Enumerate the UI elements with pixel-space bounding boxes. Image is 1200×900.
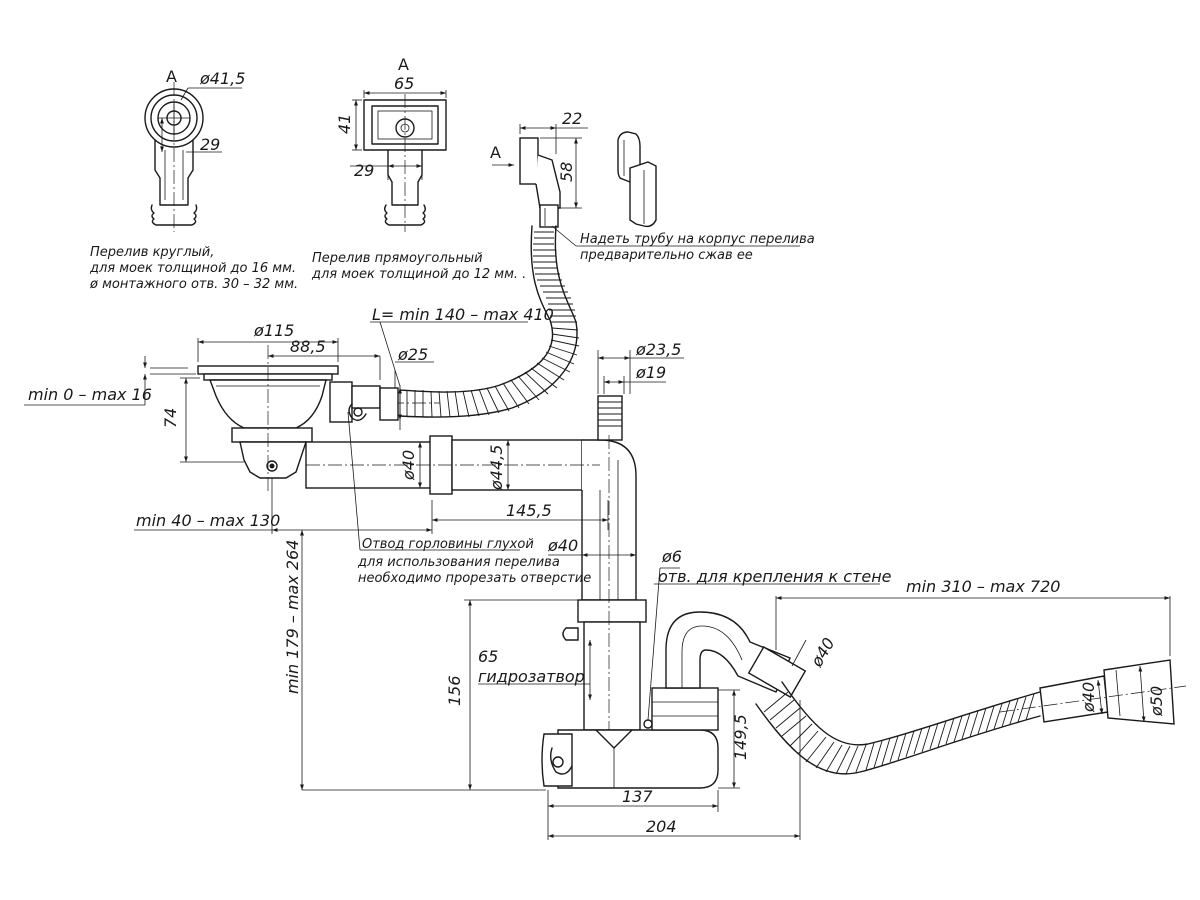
overflow-hose xyxy=(370,225,580,430)
overflow-top-width-label: 22 xyxy=(562,109,582,128)
rect-overflow-height-label: 41 xyxy=(335,114,354,134)
drain-outlet-diameter-label: ø40 xyxy=(399,450,418,481)
branch-inner-diameter-label: ø19 xyxy=(635,363,666,382)
branch-outer-diameter-label: ø23,5 xyxy=(635,340,681,359)
round-overflow-diameter-label: ø41,5 xyxy=(199,69,245,88)
side-outlet-note-2: для использования перелива xyxy=(357,555,560,570)
appliance-branch xyxy=(597,350,684,441)
trap-base-width-label: 137 xyxy=(622,787,653,806)
overflow-connector xyxy=(329,361,434,423)
overflow-hose-length-label: L= min 140 – max 410 xyxy=(372,305,554,324)
round-overflow-height-label: 29 xyxy=(200,135,220,154)
trap-seal-label: гидрозатвор xyxy=(478,667,585,686)
round-overflow-caption-1: Перелив круглый, xyxy=(90,245,214,260)
trap-seal-value-label: 65 xyxy=(478,647,498,666)
drain-height-label: 74 xyxy=(161,408,180,428)
rect-overflow-caption-2: для моек толщиной до 12 мм. . xyxy=(311,267,526,282)
trap-outlet-height-label: 149,5 xyxy=(731,714,750,760)
drain-thickness-label: min 0 – max 16 xyxy=(28,385,152,404)
overflow-side-view xyxy=(492,124,800,247)
trap-body xyxy=(302,567,880,840)
outlet-hose-inner-diameter-label: ø40 xyxy=(1079,682,1098,713)
trap-elbow-diameter-label: ø40 xyxy=(807,634,839,670)
sink-drain xyxy=(24,338,381,492)
drain-flange-diameter-label: ø115 xyxy=(253,321,294,340)
side-outlet-note-1: Отвод горловины глухой xyxy=(362,537,534,552)
drain-pipe-diameter-label: ø25 xyxy=(397,345,428,364)
round-overflow-caption-3: ø монтажного отв. 30 – 32 мм. xyxy=(89,277,298,292)
trap-total-width-label: 204 xyxy=(646,817,677,836)
trap-hole-diameter-label: ø6 xyxy=(661,547,682,566)
view-marker-a-rect: A xyxy=(398,55,409,74)
rect-overflow-width-label: 65 xyxy=(394,74,414,93)
round-overflow-detail xyxy=(144,82,242,232)
horizontal-pipe-length-label: 145,5 xyxy=(506,501,552,520)
vertical-pipe xyxy=(300,435,647,790)
rect-overflow-detail xyxy=(350,90,447,232)
side-outlet-leader xyxy=(347,411,520,551)
vertical-total-height-label: min 179 – max 264 xyxy=(283,540,302,694)
trap-height-label: 156 xyxy=(445,675,464,706)
corrugated-outlet-hose xyxy=(755,596,1187,775)
rect-overflow-caption-1: Перелив прямоугольный xyxy=(312,251,483,266)
outlet-hose-outer-diameter-label: ø50 xyxy=(1147,686,1166,717)
side-outlet-note-3: необходимо прорезать отверстие xyxy=(358,571,591,586)
round-overflow-caption-2: для моек толщиной до 16 мм. xyxy=(89,261,296,276)
rect-overflow-neck-label: 29 xyxy=(354,161,374,180)
overflow-top-height-label: 58 xyxy=(557,162,576,182)
outlet-hose-length-label: min 310 – max 720 xyxy=(906,577,1060,596)
trap-hole-note: отв. для крепления к стене xyxy=(658,567,892,586)
vertical-pipe-diameter-label: ø40 xyxy=(547,536,578,555)
view-marker-a-side: A xyxy=(490,143,501,162)
drain-bowl-width-label: 88,5 xyxy=(290,337,326,356)
horizontal-pipe-diameter-label: ø44,5 xyxy=(487,445,506,491)
overflow-note-1: Надеть трубу на корпус перелива xyxy=(580,232,815,247)
view-marker-a-round: A xyxy=(166,67,177,86)
overflow-note-2: предварительно сжав ее xyxy=(580,248,753,263)
overflow-head-iso xyxy=(617,131,657,228)
horizontal-pipe-extension-label: min 40 – max 130 xyxy=(136,511,280,530)
